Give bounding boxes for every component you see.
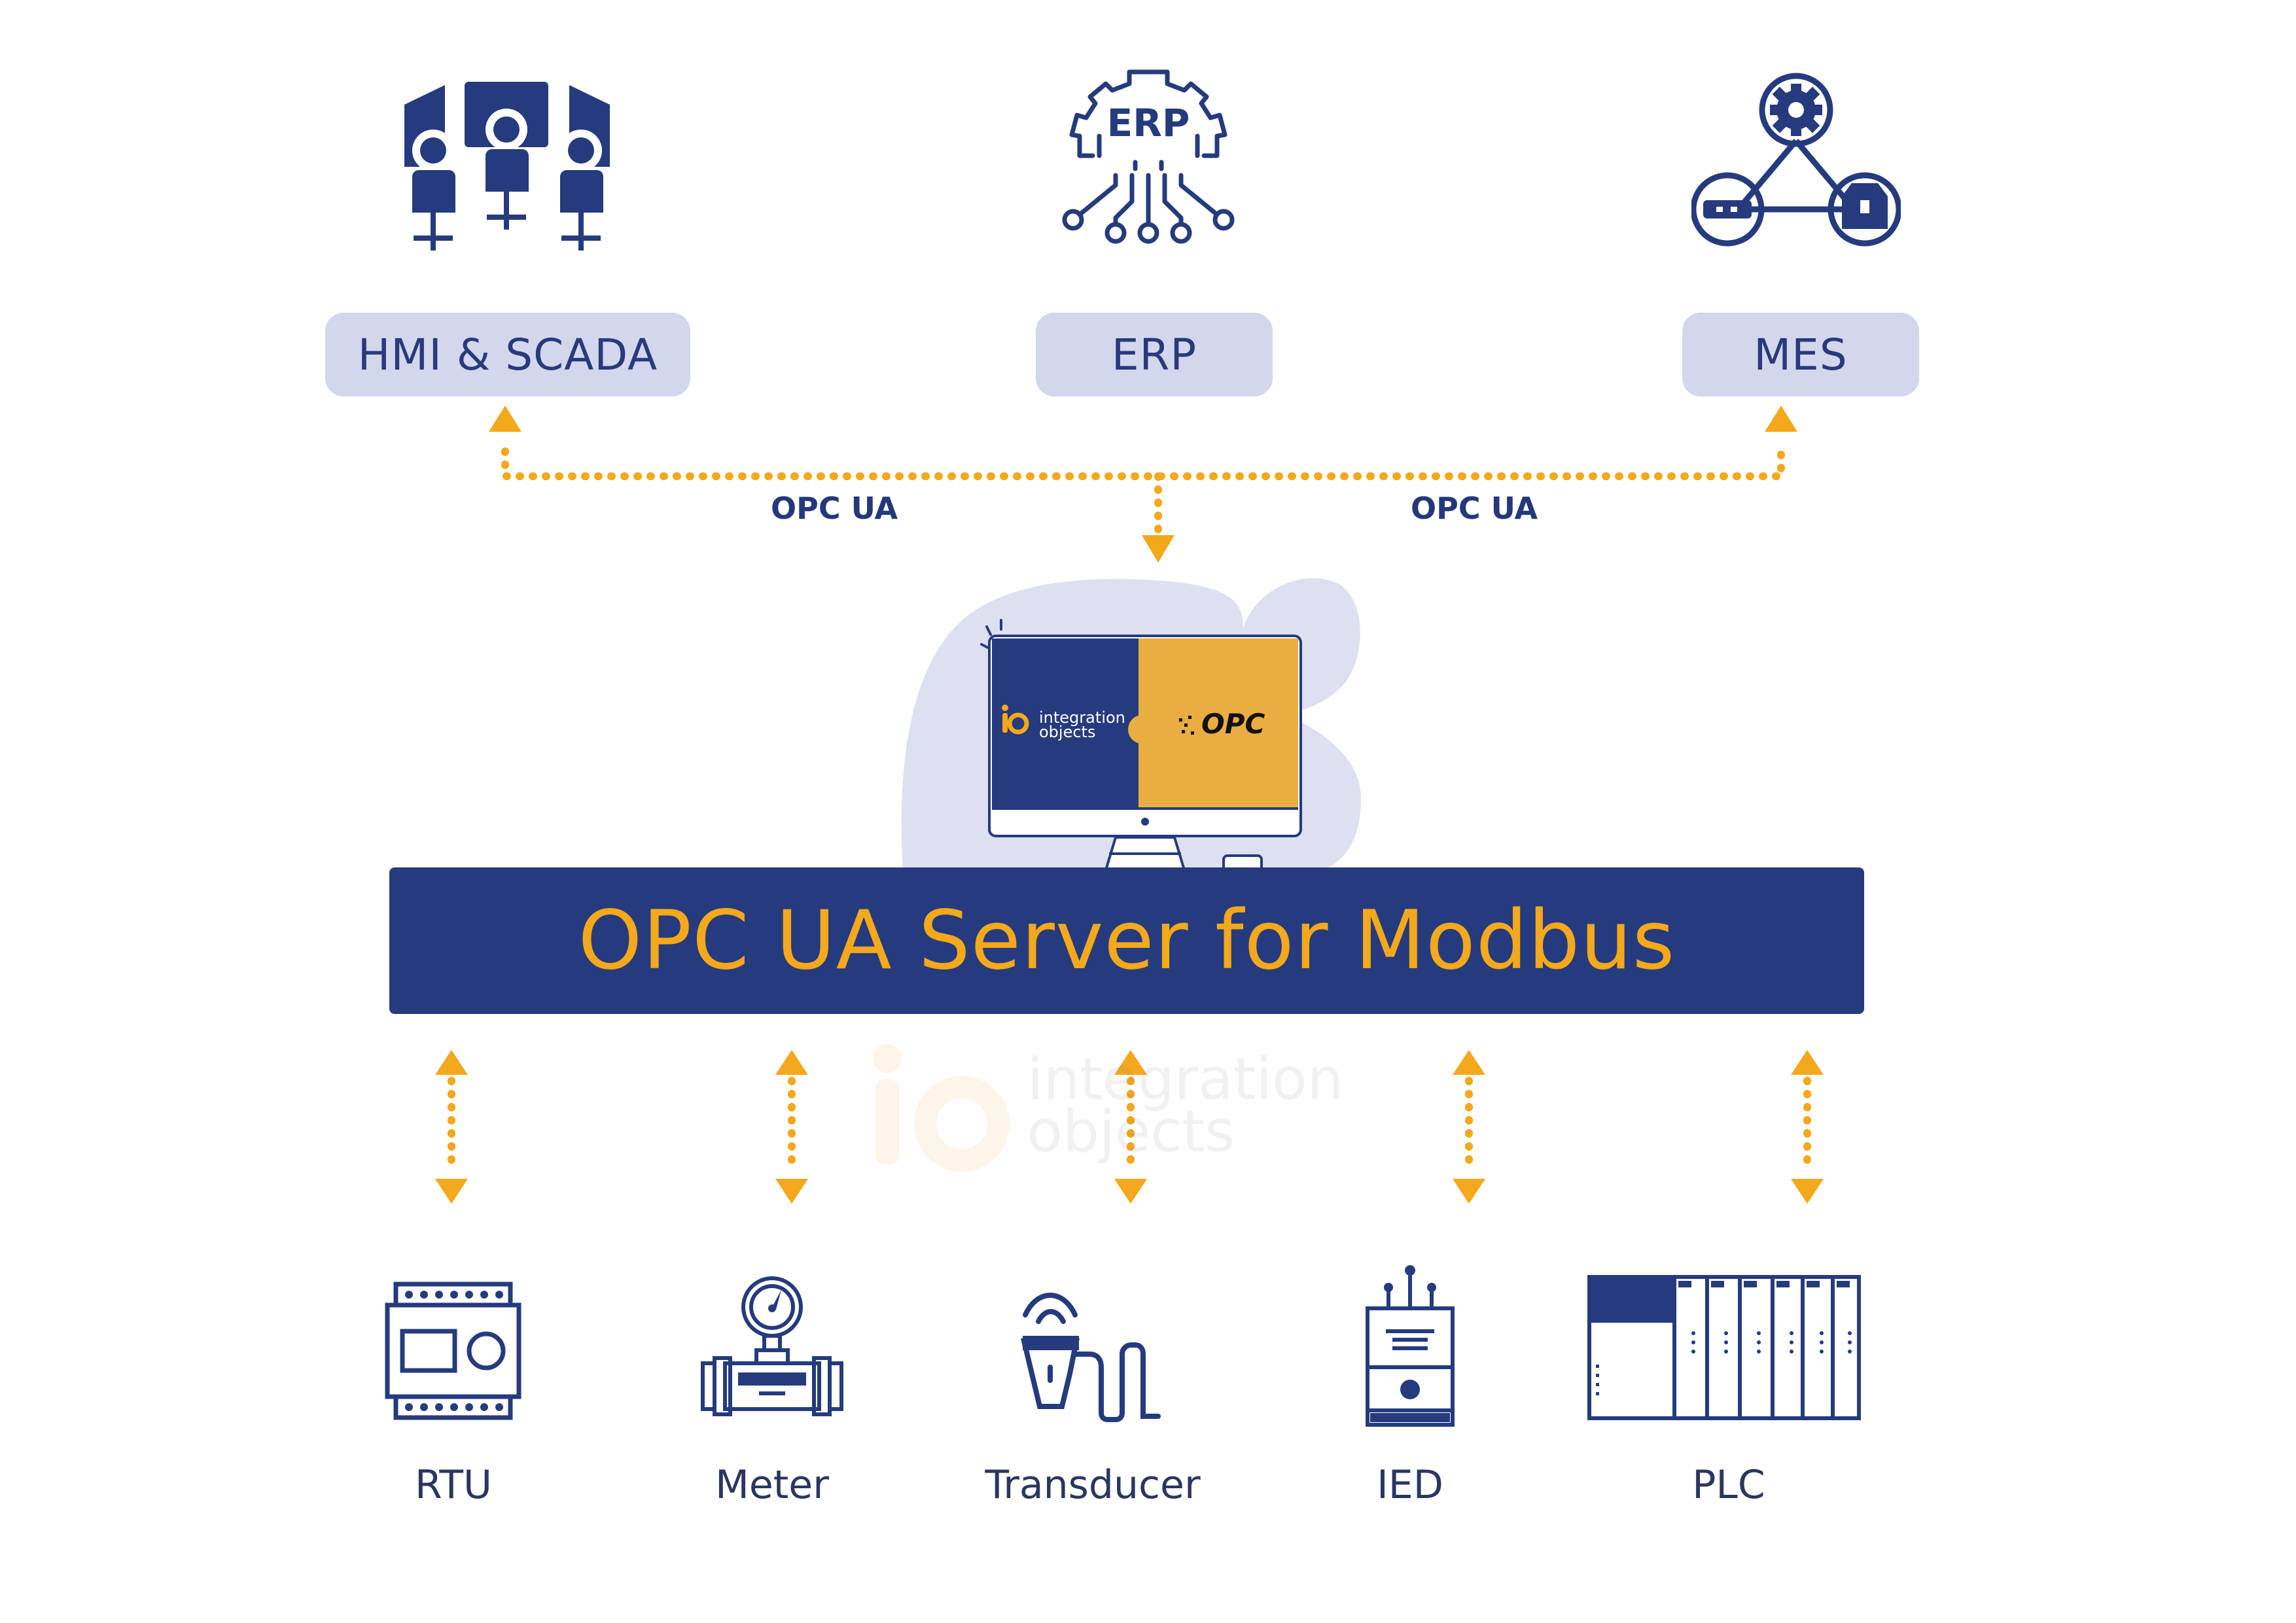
rtu-icon	[383, 1279, 523, 1423]
arrow-up-mes	[1765, 406, 1797, 432]
arrow-down-server	[1142, 535, 1174, 563]
svg-text:ERP: ERP	[1107, 101, 1190, 145]
erp-gear-circuit-icon: ERP	[1053, 58, 1243, 260]
monitor-brand-text: integration objects	[1039, 708, 1125, 741]
ied-icon	[1361, 1263, 1459, 1429]
opc-logo: OPC	[1201, 708, 1265, 740]
protocol-label-left: OPC UA	[771, 491, 898, 526]
erp-label: ERP	[1036, 313, 1273, 396]
transducer-icon	[1011, 1276, 1168, 1426]
server-title: OPC UA Server for Modbus	[578, 894, 1676, 988]
monitor-icon	[988, 635, 1302, 877]
plc-rack-icon	[1587, 1274, 1862, 1422]
mes-network-icon	[1691, 72, 1901, 249]
protocol-label-right: OPC UA	[1411, 491, 1538, 526]
device-label-meter: Meter	[715, 1462, 829, 1508]
arrow-up-hmi	[489, 406, 521, 432]
device-label-ied: IED	[1377, 1462, 1443, 1508]
device-label-rtu: RTU	[415, 1462, 492, 1508]
server-title-bar: OPC UA Server for Modbus	[389, 867, 1864, 1014]
device-label-plc: PLC	[1692, 1462, 1765, 1508]
mes-label: MES	[1682, 313, 1919, 396]
top-bus-line	[501, 447, 1785, 480]
device-label-transducer: Transducer	[985, 1462, 1201, 1508]
pressure-meter-icon	[699, 1276, 846, 1426]
operators-icon	[399, 79, 615, 262]
hmi-scada-label: HMI & SCADA	[325, 313, 690, 396]
